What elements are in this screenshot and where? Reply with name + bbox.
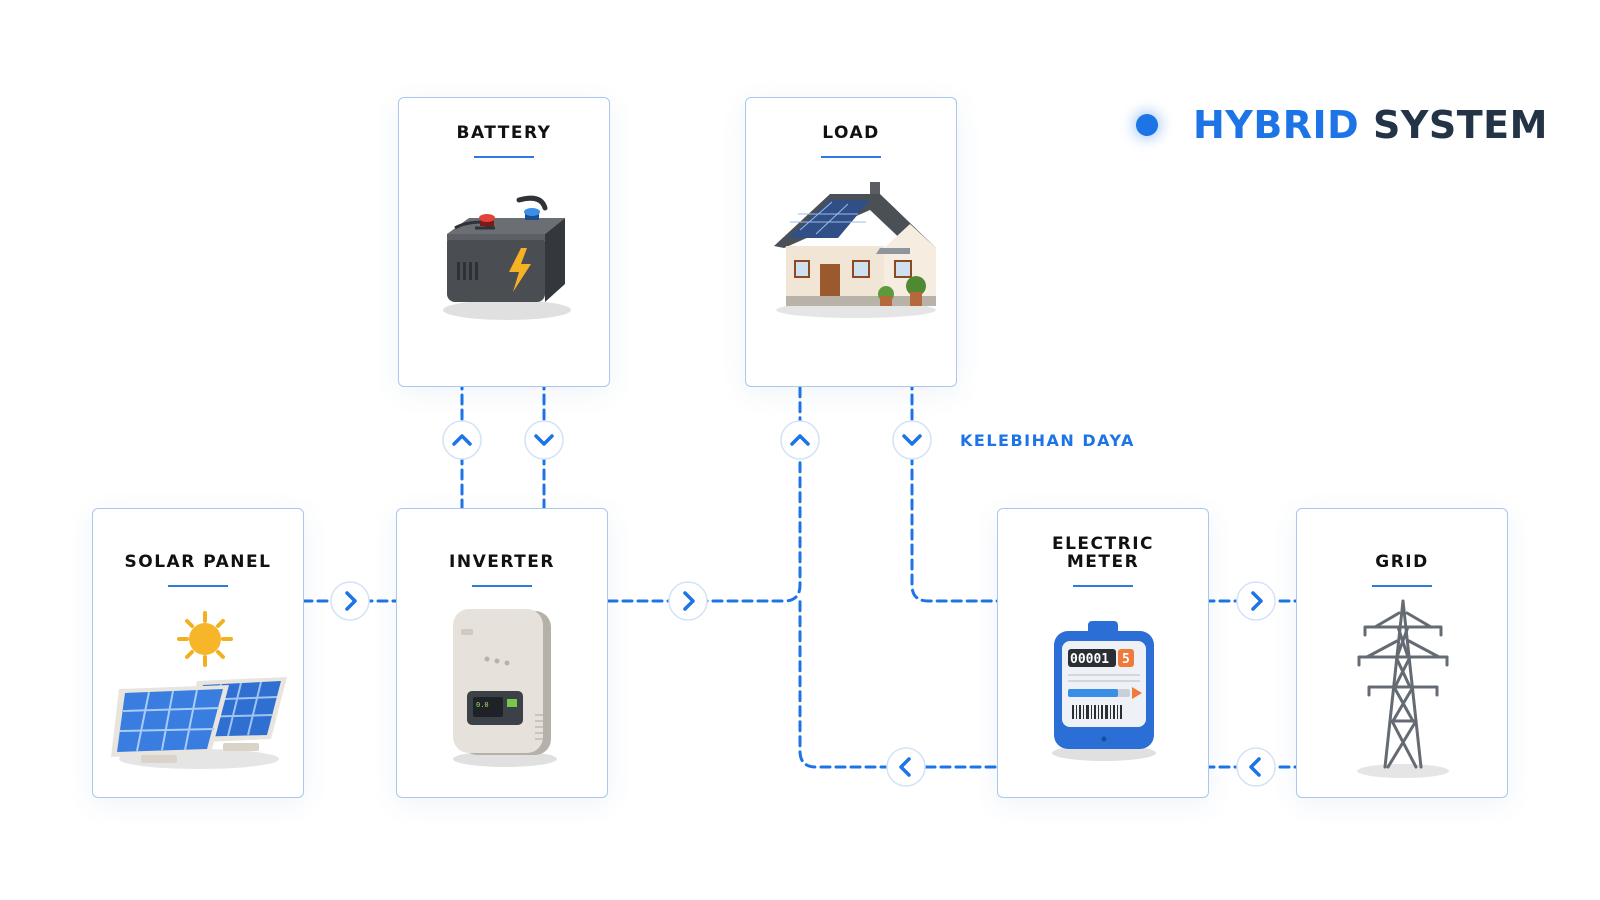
load-title: LOAD [822, 123, 880, 143]
arrow-up-icon [790, 434, 810, 446]
title-rest: SYSTEM [1372, 103, 1548, 147]
inverter-title: INVERTER [449, 552, 555, 572]
arrow-down-icon-circle [524, 420, 564, 460]
arrow-down-icon [534, 434, 554, 446]
battery-title-underline [474, 156, 534, 158]
arrow-right-icon [683, 591, 695, 611]
solar-panel-card: SOLAR PANEL [92, 508, 304, 798]
electric-meter-icon: 00001 5 [1052, 621, 1156, 761]
house-with-solar-roof-icon [774, 182, 936, 318]
arrow-left-icon [899, 757, 911, 777]
arrow-left-icon-circle [886, 747, 926, 787]
arrow-up-icon-circle [780, 420, 820, 460]
arrow-up-icon-circle [442, 420, 482, 460]
electric-meter-card: ELECTRIC METER 00001 5 [997, 508, 1209, 798]
wire-meter-to-inverter [798, 599, 1027, 769]
electric-meter-title-line1: ELECTRIC [1051, 534, 1155, 554]
car-battery-icon [443, 195, 571, 320]
inverter-card: INVERTER 0.0 [396, 508, 608, 798]
solar-panel-with-sun-icon [111, 611, 287, 769]
arrow-left-icon [1249, 757, 1261, 777]
page-title: HYBRID SYSTEM [1193, 102, 1548, 148]
grid-title-underline [1372, 585, 1432, 587]
excess-power-label: KELEBIHAN DAYA [960, 431, 1135, 450]
load-title-underline [821, 156, 881, 158]
solar-panel-title: SOLAR PANEL [124, 552, 272, 572]
solar-panel-title-underline [168, 585, 228, 587]
arrow-up-icon [452, 434, 472, 446]
arrow-left-icon-circle [1236, 747, 1276, 787]
title-highlight: HYBRID [1193, 103, 1360, 147]
svg-text:0.0: 0.0 [476, 701, 489, 709]
legend-dot-icon [1136, 114, 1158, 136]
arrow-down-icon [902, 434, 922, 446]
inverter-title-underline [472, 585, 532, 587]
battery-title: BATTERY [456, 123, 552, 143]
meter-digit: 5 [1122, 652, 1130, 667]
inverter-unit-icon: 0.0 [453, 609, 557, 767]
arrow-right-icon [1251, 591, 1263, 611]
arrow-down-icon-circle [892, 420, 932, 460]
arrow-right-icon-circle [330, 581, 370, 621]
electric-meter-title-line2: METER [1066, 552, 1140, 572]
meter-reading: 00001 [1070, 652, 1109, 667]
grid-card: GRID [1296, 508, 1508, 798]
arrow-right-icon-circle [1236, 581, 1276, 621]
grid-title: GRID [1375, 552, 1429, 572]
load-card: LOAD [745, 97, 957, 387]
wire-inverter-to-load [576, 348, 802, 603]
wire-load-to-meter [910, 348, 1027, 603]
electric-meter-title-underline [1073, 585, 1133, 587]
battery-card: BATTERY [398, 97, 610, 387]
arrow-right-icon [345, 591, 357, 611]
arrow-right-icon-circle [668, 581, 708, 621]
transmission-tower-icon [1357, 599, 1449, 778]
